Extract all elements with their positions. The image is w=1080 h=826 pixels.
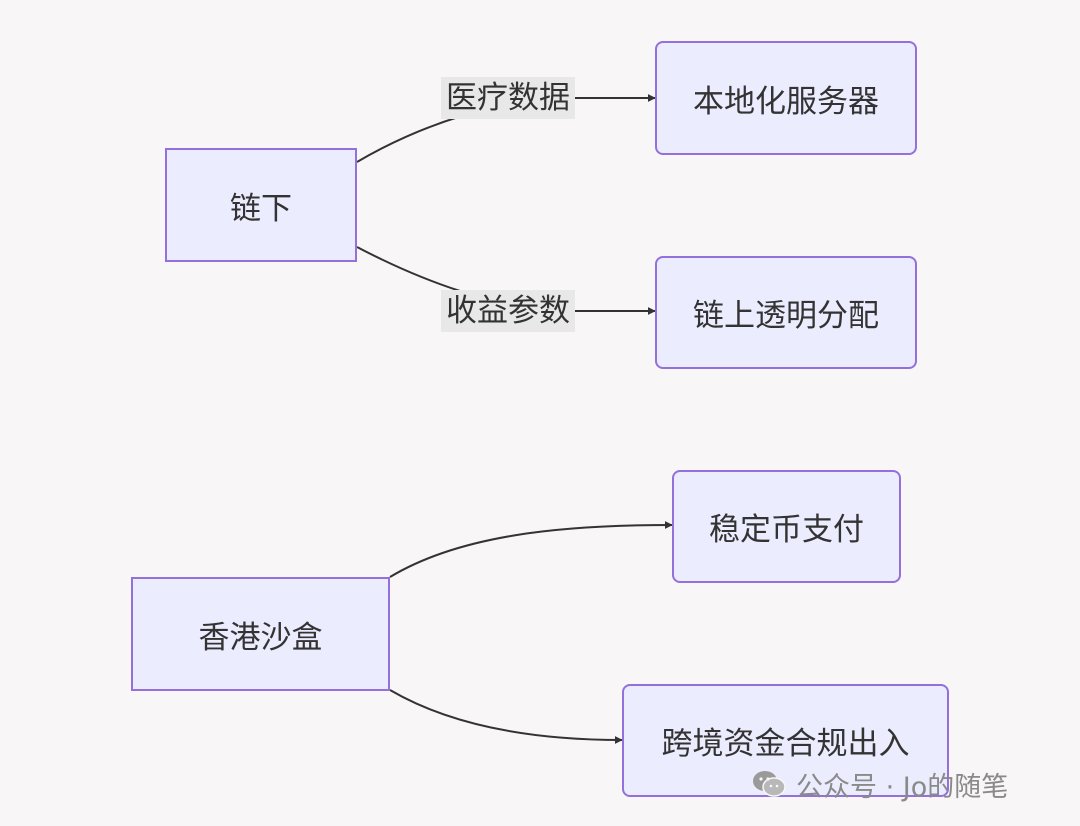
node-hk-sandbox[interactable]: 香港沙盒 [131, 577, 390, 691]
node-onchain-distribution[interactable]: 链上透明分配 [655, 256, 917, 369]
node-offchain[interactable]: 链下 [165, 148, 357, 262]
node-stablecoin-payment[interactable]: 稳定币支付 [672, 470, 901, 583]
watermark: 公众号 · Jo的随笔 [752, 762, 1008, 806]
node-local-server[interactable]: 本地化服务器 [655, 41, 917, 155]
edge-label-medical-data: 医疗数据 [441, 77, 575, 119]
wechat-icon [753, 771, 786, 797]
watermark-text: 公众号 · Jo的随笔 [796, 771, 1009, 803]
node-crossborder-compliance[interactable]: 跨境资金合规出入 [622, 684, 949, 797]
edge-label-revenue-params: 收益参数 [441, 290, 575, 332]
edge-sandbox-to-crossborder [389, 689, 623, 744]
edge-sandbox-to-stablecoin [389, 521, 673, 578]
